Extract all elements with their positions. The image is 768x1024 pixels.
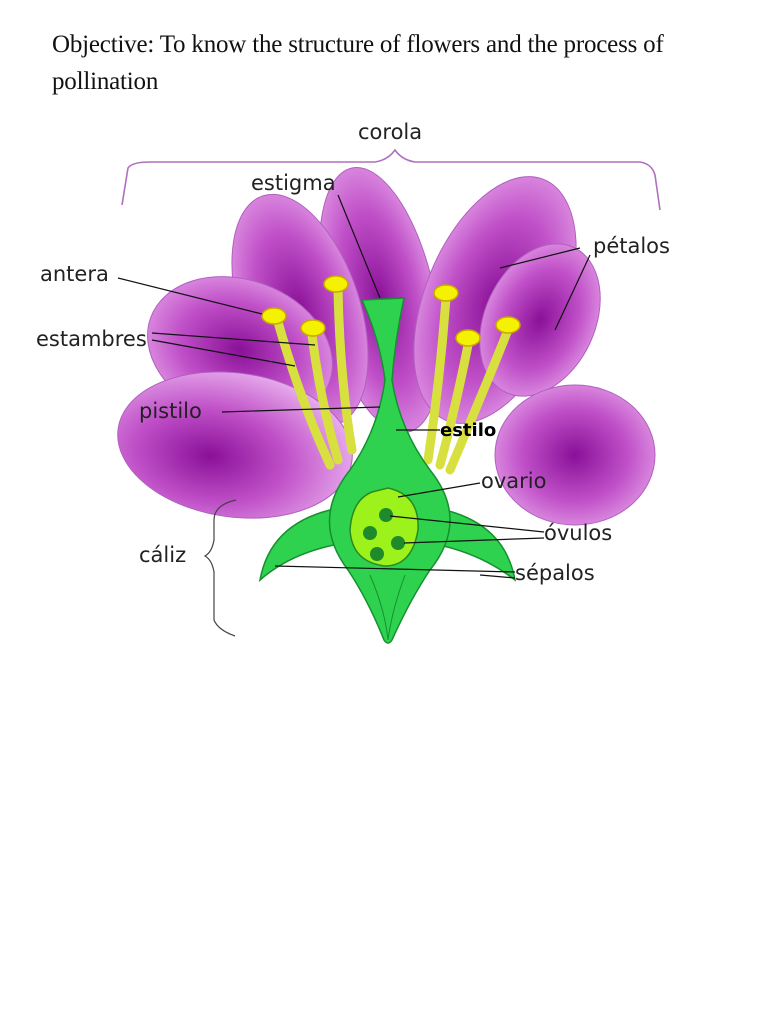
ovules [363, 508, 405, 561]
objective-text: Objective: To know the structure of flow… [52, 31, 664, 95]
label-estigma: estigma [251, 171, 336, 195]
leader-lines [117, 194, 591, 579]
petal-right-upper [479, 243, 601, 397]
petal-left-lower [117, 371, 353, 519]
label-petalos: pétalos [593, 234, 670, 258]
corola-bracket [121, 148, 661, 211]
label-corola: corola [358, 120, 422, 144]
label-caliz: cáliz [139, 543, 186, 567]
label-ovulos: óvulos [544, 521, 612, 545]
stamens [273, 285, 513, 475]
ovary [349, 487, 419, 567]
pistil [328, 297, 451, 644]
label-ovario: ovario [481, 469, 546, 493]
petal-right-lower [494, 384, 656, 526]
label-estilo: estilo [440, 420, 496, 441]
label-estambres: estambres [36, 327, 147, 351]
label-antera: antera [40, 262, 109, 286]
label-pistilo: pistilo [139, 399, 202, 423]
anthers [261, 275, 521, 347]
label-sepalos: sépalos [515, 561, 595, 585]
caliz-bracket [203, 499, 237, 637]
receptacle-lines [369, 574, 406, 641]
